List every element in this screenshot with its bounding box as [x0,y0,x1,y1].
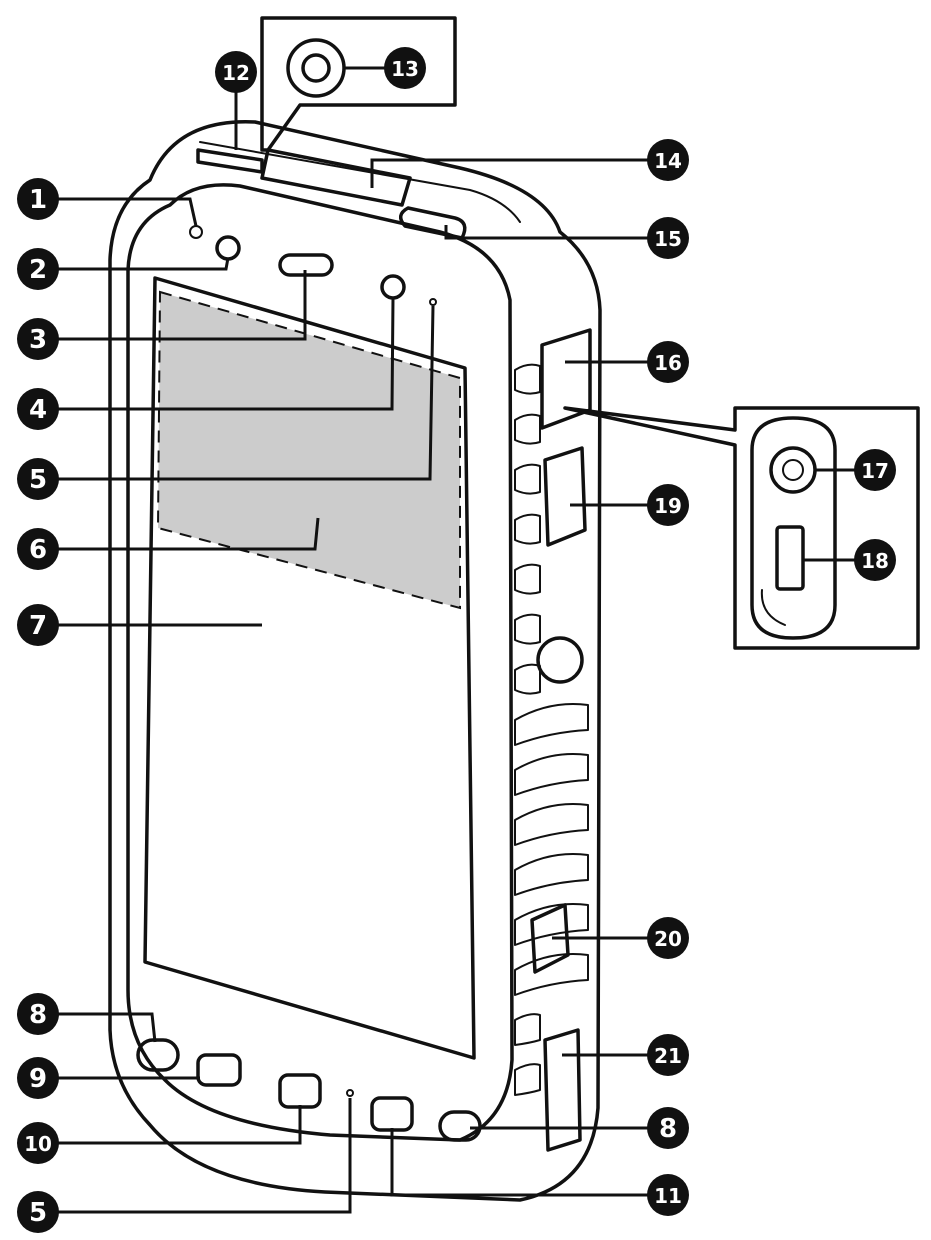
callout-3: 3 [17,318,59,360]
side-round-button [536,636,584,684]
inset-top-detail [260,16,457,152]
callout-14: 14 [647,139,689,181]
inset-top-jack-outer [286,38,346,98]
callout-20-label: 20 [654,927,682,951]
callout-1: 1 [17,178,59,220]
callout-8-left: 8 [17,993,59,1035]
callout-21: 21 [647,1034,689,1076]
bottom-button-right [438,1110,482,1142]
callout-7: 7 [17,604,59,646]
callout-2-label: 2 [29,255,47,285]
callout-20: 20 [647,917,689,959]
bottom-button-11 [370,1096,414,1132]
inset-side-jack-inner [782,459,804,481]
bottom-button-9 [196,1053,242,1087]
front-camera-2 [215,235,241,261]
inset-side-cover-edge [760,589,786,626]
callout-11-label: 11 [654,1184,682,1208]
callout-12-label: 12 [222,61,250,85]
strap-slot-21 [543,1028,582,1152]
leader-3 [58,270,307,341]
leader-2 [58,257,230,271]
side-button-20 [530,903,570,974]
leader-lines [58,66,855,1214]
callout-9-label: 9 [29,1064,47,1094]
callout-13-label: 13 [391,57,419,81]
inset-side-detail [563,406,920,650]
inset-side-jack [769,446,817,494]
callout-5-bottom: 5 [17,1191,59,1233]
callout-18: 18 [854,539,896,581]
bottom-button-left [136,1038,180,1072]
leader-5a [58,305,435,481]
callout-17-label: 17 [861,459,889,483]
inset-side-port-housing [750,416,837,640]
callout-4-label: 4 [29,395,47,425]
top-speaker-grill [196,148,264,174]
callout-10-label: 10 [24,1132,52,1156]
side-grip-ribs [514,363,589,1096]
leader-11 [390,1128,648,1197]
callout-4: 4 [17,388,59,430]
leader-10 [58,1105,302,1145]
callout-8-right: 8 [647,1107,689,1149]
callout-7-label: 7 [29,611,47,641]
callout-8-left-label: 8 [29,1000,47,1030]
callout-14-label: 14 [654,149,682,173]
callout-3-label: 3 [29,325,47,355]
callout-12: 12 [215,51,257,93]
leader-14 [370,158,648,188]
screen-highlight-area [156,290,461,610]
callout-5-top-label: 5 [29,465,47,495]
callout-8-right-label: 8 [659,1114,677,1144]
microphone-top [429,298,437,306]
callout-15-label: 15 [654,227,682,251]
callout-17: 17 [854,449,896,491]
inset-top-frame [260,16,457,152]
display-screen [143,276,476,1060]
callout-18-label: 18 [861,549,889,573]
callout-6-label: 6 [29,535,47,565]
sensor-4 [380,274,406,300]
callout-9: 9 [17,1057,59,1099]
callout-19: 19 [647,484,689,526]
callout-1-label: 1 [29,185,47,215]
bottom-button-10 [278,1073,322,1109]
tablet-outer-shell [108,120,602,1202]
leader-15 [444,225,648,240]
light-sensor-1 [189,225,203,239]
callout-21-label: 21 [654,1044,682,1068]
callout-5-bottom-label: 5 [29,1198,47,1228]
inset-side-usb-port [775,525,805,591]
microphone-bottom [346,1089,354,1097]
callout-2: 2 [17,248,59,290]
callout-19-label: 19 [654,494,682,518]
callouts: 1 2 3 4 5 6 7 8 [17,47,896,1233]
callout-5-top: 5 [17,458,59,500]
top-edge-seam [199,141,521,223]
leader-1 [58,197,198,227]
top-button [398,206,467,240]
callout-15: 15 [647,217,689,259]
callout-10: 10 [17,1122,59,1164]
callout-16-label: 16 [654,351,682,375]
tablet-device [108,120,602,1202]
leader-6 [58,517,320,551]
leader-5b [58,1098,352,1214]
leader-4 [58,297,395,411]
callout-11: 11 [647,1174,689,1216]
top-port-cover [260,148,412,207]
callout-13: 13 [384,47,426,89]
callout-6: 6 [17,528,59,570]
leader-8a [58,1012,157,1043]
inset-top-jack-inner [301,53,331,83]
callout-16: 16 [647,341,689,383]
side-latch-19 [543,446,587,547]
inset-side-frame [563,406,920,650]
